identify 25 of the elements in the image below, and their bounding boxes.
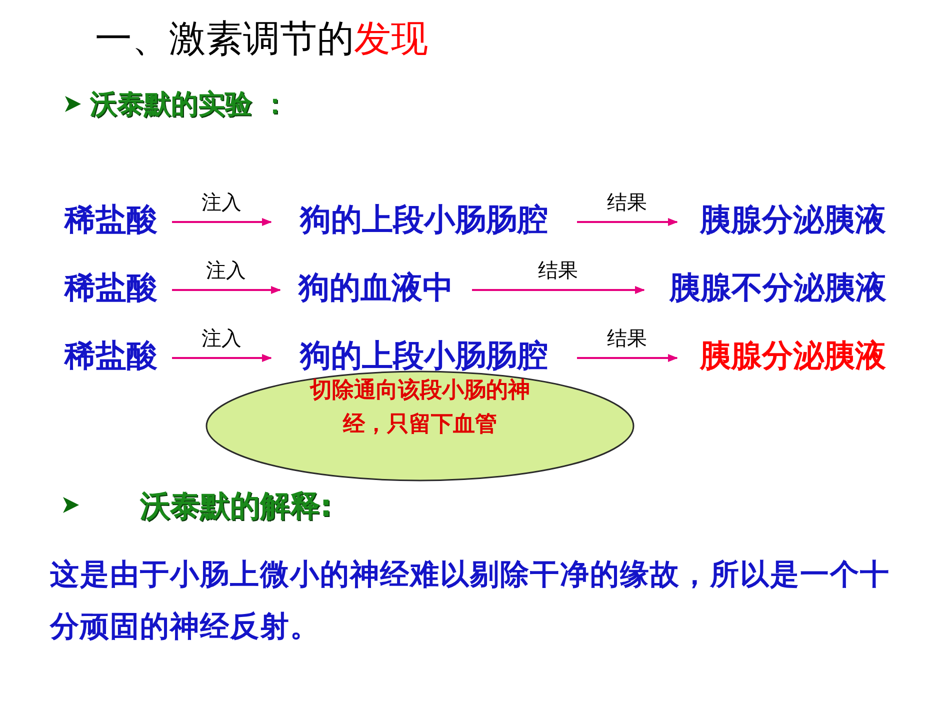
arrow bbox=[172, 286, 281, 294]
arrow bbox=[577, 218, 678, 226]
section-heading: 沃泰默的解释: bbox=[140, 488, 332, 526]
process-text: 稀盐酸 bbox=[52, 268, 170, 308]
section-heading: 沃泰默的实验 ： bbox=[90, 88, 288, 122]
arrow bbox=[472, 286, 645, 294]
arrow bbox=[172, 218, 272, 226]
explanation-paragraph: 这是由于小肠上微小的神经难以剔除干净的缘故，所以是一个十分顽固的神经反射。 bbox=[50, 556, 891, 645]
edge-label: 注入 bbox=[200, 190, 244, 214]
arrow bbox=[577, 354, 678, 362]
oval-note: 切除通向该段小肠的神经，只留下血管 bbox=[205, 370, 635, 482]
process-text: 胰腺分泌胰液 bbox=[679, 200, 907, 240]
edge-label: 注入 bbox=[204, 258, 248, 282]
process-text: 狗的上段小肠肠腔 bbox=[273, 200, 575, 240]
slide-title: 一、激素调节的发现 bbox=[95, 16, 428, 62]
edge-label: 结果 bbox=[536, 258, 580, 282]
edge-label: 注入 bbox=[200, 326, 244, 350]
process-text: 胰腺不分泌胰液 bbox=[646, 268, 910, 308]
process-text: 狗的血液中 bbox=[282, 268, 470, 308]
edge-label: 结果 bbox=[605, 326, 649, 350]
process-text: 胰腺分泌胰液 bbox=[679, 336, 907, 376]
edge-label: 结果 bbox=[605, 190, 649, 214]
arrow bbox=[172, 354, 272, 362]
process-text: 稀盐酸 bbox=[52, 336, 170, 376]
process-text: 稀盐酸 bbox=[52, 200, 170, 240]
